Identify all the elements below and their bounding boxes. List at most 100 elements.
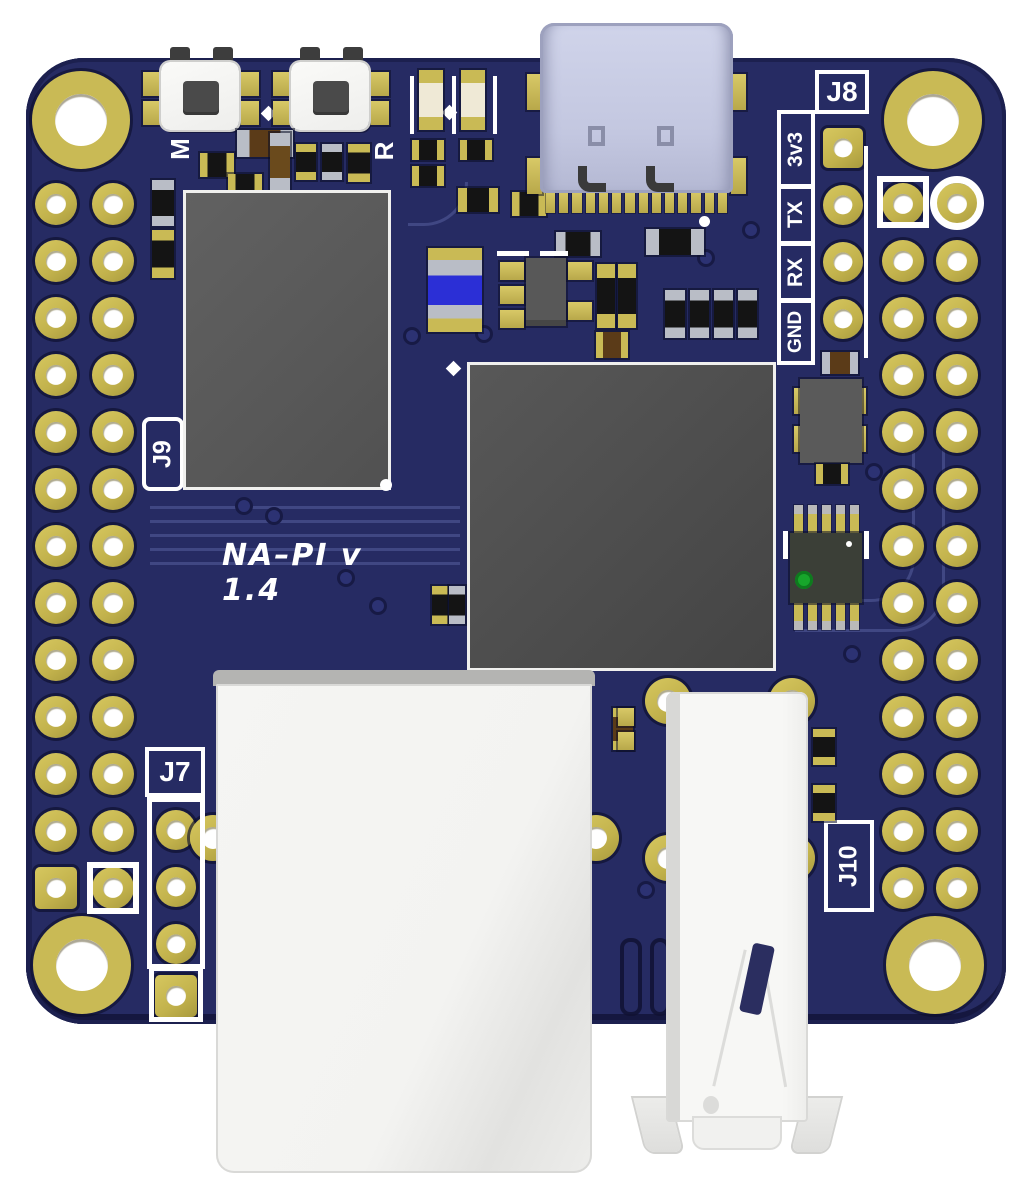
via [372, 600, 384, 612]
soic-lead [836, 505, 845, 535]
left-header-col-a-pad [35, 810, 77, 852]
pad-hole [946, 250, 968, 272]
via [238, 500, 250, 512]
pad-hole [946, 478, 968, 500]
usb-c-pin [612, 191, 622, 213]
capacitor [596, 332, 628, 358]
button-r-pad [273, 72, 293, 96]
pad-hole [946, 877, 968, 899]
pad-hole [946, 820, 968, 842]
j7-pin-pad [156, 867, 196, 907]
board-title: NA–PI v 1.4 [222, 538, 363, 608]
resistor [618, 264, 636, 328]
left-header-col-b-pad [92, 696, 134, 738]
pad-hole [45, 307, 67, 329]
right-header-col-a-pad [882, 867, 924, 909]
pad-hole [45, 877, 67, 899]
pad-hole [946, 763, 968, 785]
right-header-col-b-pad [936, 753, 978, 795]
left-header-col-b-pad [92, 525, 134, 567]
led-bracket [452, 76, 456, 134]
left-header-col-a-pad [35, 639, 77, 681]
right-header-col-a-pad [882, 696, 924, 738]
soic-lead [836, 600, 845, 630]
silk-dash [783, 531, 788, 559]
pad-hole [45, 649, 67, 671]
pad-hole [102, 706, 124, 728]
via [340, 572, 352, 584]
pad-hole [102, 364, 124, 386]
right-header-col-b-pad [936, 525, 978, 567]
left-header-col-b-pad [92, 582, 134, 624]
resistor [597, 264, 615, 328]
pad-hole [102, 535, 124, 557]
pad-hole [166, 820, 186, 840]
pad-hole [833, 138, 853, 158]
right-header-col-a-pad [882, 411, 924, 453]
button-r-pad [369, 101, 389, 125]
pad-hole [892, 364, 914, 386]
j8-pin-pad [823, 128, 863, 168]
button-m-pad [143, 72, 163, 96]
usb-c-notch [588, 126, 605, 146]
resistor [296, 144, 316, 180]
usb-c-pin [664, 191, 675, 213]
left-header-col-a-pad [35, 582, 77, 624]
left-header-col-a-pad [35, 867, 77, 909]
pad-hole [892, 877, 914, 899]
j7-pin-pad [156, 924, 196, 964]
left-header-col-a-pad [35, 297, 77, 339]
usb-c-latch [646, 166, 674, 192]
header-j7-label: J7 [159, 756, 191, 787]
usb-c-pin [625, 191, 635, 213]
header-j9-box: J9 [142, 417, 184, 491]
soic-lead [808, 505, 817, 535]
pad-hole [45, 535, 67, 557]
sot-pad [500, 310, 524, 328]
left-header-col-a-pad [35, 354, 77, 396]
soic-lead [808, 600, 817, 630]
via [700, 252, 712, 264]
left-header-col-b-pad [92, 867, 134, 909]
left-header-col-a-pad [35, 411, 77, 453]
vertical-usb-connector [666, 692, 808, 1122]
pad-hole [102, 250, 124, 272]
header-j10-box: J10 [824, 820, 874, 912]
silk-square-outline [877, 176, 929, 228]
sot-pad [500, 286, 524, 304]
right-header-col-a-pad [882, 582, 924, 624]
usb-c-pin [717, 191, 728, 213]
capacitor [152, 180, 174, 226]
pad-hole [946, 364, 968, 386]
pad-hole [45, 193, 67, 215]
header-j9-label: J9 [148, 440, 177, 468]
resistor [460, 140, 492, 160]
chip-pin1-dot [846, 541, 852, 547]
resistor [432, 586, 448, 624]
usb-c-connector [540, 23, 733, 193]
pin-label-gnd: GND [777, 299, 815, 365]
usb-c-pin [691, 191, 701, 213]
soic-lead [822, 600, 831, 630]
resistor [512, 192, 546, 216]
usb-c-pin-row [546, 191, 728, 213]
button-r-tab [300, 47, 320, 65]
pad-hole [892, 421, 914, 443]
pad-hole [45, 763, 67, 785]
pad-hole [102, 877, 124, 899]
pad-hole [892, 250, 914, 272]
board-slot [620, 938, 642, 1016]
usb-c-pin [585, 191, 595, 213]
j7-pin-pad [156, 810, 196, 850]
usb-c-pin [559, 191, 569, 213]
pad-hole [166, 934, 186, 954]
pin-label-3v3: 3v3 [777, 110, 815, 188]
pad-hole [833, 195, 853, 215]
right-header-col-a-pad [882, 753, 924, 795]
pad-hole [892, 592, 914, 614]
pad-hole [946, 307, 968, 329]
sot23-regulator [526, 258, 566, 326]
usb-c-notch [657, 126, 674, 146]
blue-component [428, 248, 482, 332]
